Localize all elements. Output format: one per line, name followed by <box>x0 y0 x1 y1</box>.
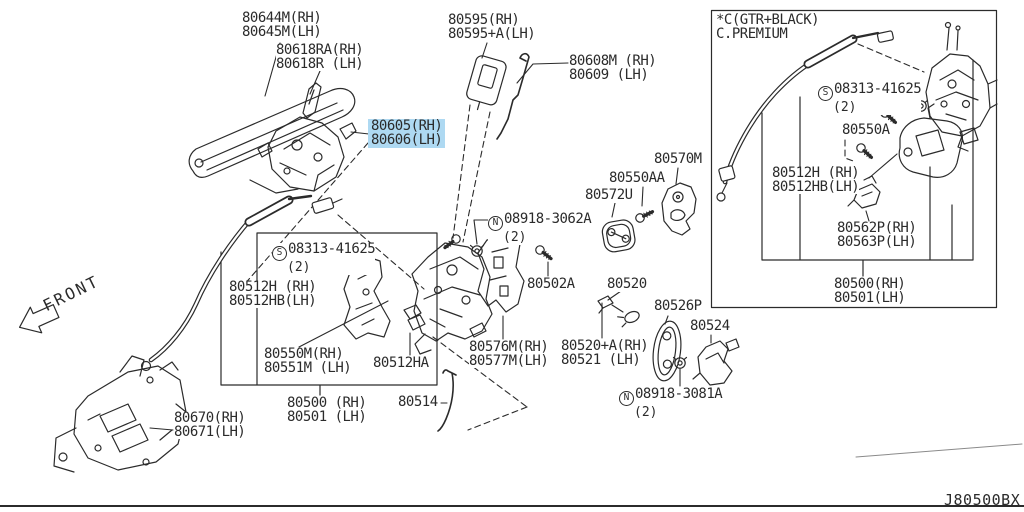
part-front-handle-bracket-80605 <box>249 116 357 194</box>
part-label-80502a: 80502A <box>527 276 575 292</box>
part-screw-80550A <box>853 140 876 163</box>
diagram-code: J80500BX <box>944 491 1021 509</box>
circled-n-icon: N <box>619 391 634 406</box>
part-screw-80550AA <box>632 206 656 226</box>
bracket-80500-left <box>220 232 438 396</box>
part-screw <box>440 231 464 253</box>
part-label-80562p: 80562P(RH) 80563P(LH) <box>837 220 917 250</box>
part-screw-80502A <box>532 242 556 264</box>
part-latch-80524 <box>692 338 740 386</box>
part-nut-08918-3081A <box>672 356 688 369</box>
part-clip-80562P <box>847 175 881 209</box>
part-clip-80512HA <box>403 304 426 331</box>
part-clip-80520 <box>597 295 614 314</box>
option-note: *C(GTR+BLACK)C.PREMIUM <box>716 12 820 42</box>
part-label-80500-right: 80500(RH) 80501(LH) <box>834 276 906 306</box>
part-label-80550a: 80550A <box>842 122 890 138</box>
part-bracket-80576M <box>477 235 525 313</box>
part-actuator-motor-80512H <box>898 103 979 178</box>
part-label-80576m: 80576M(RH) 80577M(LH) <box>469 339 549 369</box>
part-striker-80570M <box>661 182 697 236</box>
part-label-80572u: 80572U <box>585 187 633 203</box>
circled-s-icon: S <box>272 246 287 261</box>
part-cover-80618R <box>302 82 322 119</box>
part-label-80570m: 80570M <box>654 151 702 167</box>
part-label-80512h-left: 80512H (RH) 80512HB(LH) <box>229 279 317 309</box>
part-label-80670: 80670(RH) 80671(LH) <box>174 410 246 440</box>
part-cable-80512H-left <box>140 194 343 372</box>
part-label-80512h-right: 80512H (RH) 80512HB(LH) <box>772 165 860 195</box>
part-label-80550m: 80550M(RH) 80551M (LH) <box>264 346 352 376</box>
circled-s-icon: S <box>818 86 833 101</box>
part-label-80644m: 80644M(RH) 80645M(LH) <box>242 10 322 40</box>
part-label-80514: 80514 <box>398 394 438 410</box>
circled-n-icon: N <box>488 216 503 231</box>
part-label-80526p: 80526P <box>654 298 702 314</box>
part-label-80550aa: 80550AA <box>609 170 665 186</box>
leader-lines <box>149 42 898 431</box>
part-striker-80572U <box>601 219 636 253</box>
part-label-80618ra: 80618RA(RH) 80618R (LH) <box>276 42 364 72</box>
part-label-80524: 80524 <box>690 318 730 334</box>
part-rod-80608M <box>496 52 530 140</box>
part-label-80520: 80520 <box>607 276 647 292</box>
front-arrow-icon <box>18 304 60 334</box>
part-rod-80514 <box>437 369 457 432</box>
part-gasket-80526P <box>652 320 682 382</box>
part-cable-80512H-right <box>716 30 894 202</box>
part-grommet-80520A <box>617 310 640 328</box>
dashed-reference-lines <box>235 43 925 431</box>
stray-line <box>855 443 1023 458</box>
part-label-80512ha: 80512HA <box>373 355 429 371</box>
part-bracket-80550M <box>343 242 391 340</box>
part-actuator-80670 <box>53 355 187 473</box>
part-label-80500-left: 80500 (RH) 80501 (LH) <box>287 395 367 425</box>
option-box-border <box>710 9 998 309</box>
part-clip-80595 <box>466 55 507 111</box>
part-label-80595: 80595(RH) 80595+A(LH) <box>448 12 536 42</box>
part-outside-handle-80644M <box>188 87 356 178</box>
part-label-80605-highlighted[interactable]: 80605(RH) 80606(LH) <box>368 119 446 148</box>
part-label-80608m: 80608M (RH) 80609 (LH) <box>569 53 657 83</box>
part-label-80520a: 80520+A(RH) 80521 (LH) <box>561 338 649 368</box>
